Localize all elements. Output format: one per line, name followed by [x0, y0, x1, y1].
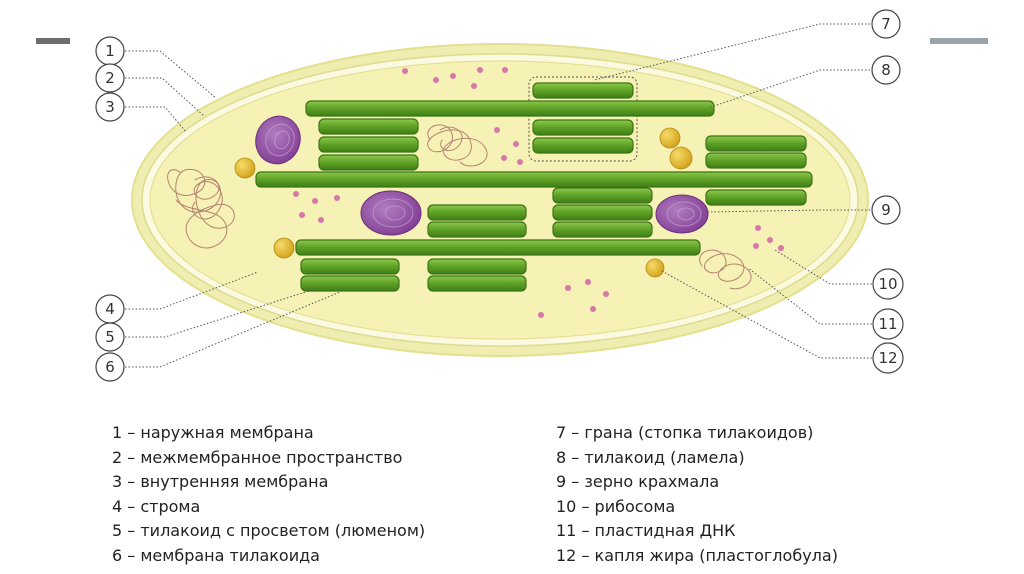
callout-8: 8: [872, 56, 900, 84]
ribosome: [501, 155, 507, 161]
lipid-droplet: [274, 238, 294, 258]
legend-item: 12 – капля жира (пластоглобула): [556, 544, 838, 569]
thylakoid-disc: [319, 155, 418, 170]
callout-12: 12: [873, 343, 903, 373]
callout-number: 1: [105, 42, 115, 60]
ribosome: [450, 73, 456, 79]
ribosome: [293, 191, 299, 197]
callout-number: 9: [881, 201, 891, 219]
ribosome: [590, 306, 596, 312]
callout-4: 4: [96, 295, 124, 323]
thylakoid-lamella: [256, 172, 812, 187]
callout-9: 9: [872, 196, 900, 224]
callout-6: 6: [96, 353, 124, 381]
ribosome: [565, 285, 571, 291]
ribosome: [402, 68, 408, 74]
ribosome: [538, 312, 544, 318]
legend-item: 11 – пластидная ДНК: [556, 519, 838, 544]
thylakoid-disc: [706, 136, 806, 151]
thylakoid-disc: [319, 119, 418, 134]
callout-number: 8: [881, 61, 891, 79]
callout-7: 7: [872, 10, 900, 38]
legend-item: 9 – зерно крахмала: [556, 470, 838, 495]
lipid-droplet: [670, 147, 692, 169]
thylakoid-disc: [301, 276, 399, 291]
callout-number: 6: [105, 358, 115, 376]
callout-1: 1: [96, 37, 124, 65]
leader-2: [125, 78, 204, 116]
ribosome: [299, 212, 305, 218]
leader-1: [125, 51, 216, 98]
legend-item: 5 – тилакоид с просветом (люменом): [112, 519, 425, 544]
starch-grain: [656, 195, 708, 233]
ribosome: [433, 77, 439, 83]
callout-number: 2: [105, 69, 115, 87]
ribosome: [494, 127, 500, 133]
ribosome: [312, 198, 318, 204]
legend-item: 10 – рибосома: [556, 495, 838, 520]
ribosome: [778, 245, 784, 251]
legend-item: 4 – строма: [112, 495, 425, 520]
ribosome: [753, 243, 759, 249]
thylakoid-disc: [319, 137, 418, 152]
thylakoid-disc: [553, 205, 652, 220]
callout-5: 5: [96, 323, 124, 351]
callout-number: 3: [105, 98, 115, 116]
legend-item: 8 – тилакоид (ламела): [556, 446, 838, 471]
thylakoid-disc: [428, 222, 526, 237]
legend-item: 7 – грана (стопка тилакоидов): [556, 421, 838, 446]
lipid-droplet: [660, 128, 680, 148]
lipid-droplet: [646, 259, 664, 277]
thylakoid-disc: [533, 83, 633, 98]
thylakoid-disc: [533, 120, 633, 135]
callout-11: 11: [873, 309, 903, 339]
callout-number: 7: [881, 15, 891, 33]
callout-10: 10: [873, 269, 903, 299]
ribosome: [585, 279, 591, 285]
thylakoid-disc: [706, 190, 806, 205]
ribosome: [502, 67, 508, 73]
thylakoid-lamella: [306, 101, 714, 116]
ribosome: [513, 141, 519, 147]
legend-item: 6 – мембрана тилакоида: [112, 544, 425, 569]
ribosome: [477, 67, 483, 73]
chloroplast-diagram: 1 2 3 4 5 6 7 8: [0, 0, 1024, 400]
callout-number: 5: [105, 328, 115, 346]
ribosome: [767, 237, 773, 243]
thylakoid-disc: [706, 153, 806, 168]
ribosome: [334, 195, 340, 201]
thylakoid-disc: [553, 222, 652, 237]
ribosome: [517, 159, 523, 165]
legend-item: 3 – внутренняя мембрана: [112, 470, 425, 495]
starch-grain: [361, 191, 421, 235]
ribosome: [318, 217, 324, 223]
ribosome: [755, 225, 761, 231]
callout-3: 3: [96, 93, 124, 121]
thylakoid-disc: [428, 259, 526, 274]
ribosome: [603, 291, 609, 297]
thylakoid-disc: [428, 276, 526, 291]
thylakoid-disc: [533, 138, 633, 153]
legend-item: 1 – наружная мембрана: [112, 421, 425, 446]
lipid-droplet: [235, 158, 255, 178]
callout-number: 4: [105, 300, 115, 318]
callout-2: 2: [96, 64, 124, 92]
thylakoid-disc: [428, 205, 526, 220]
thylakoid-disc: [301, 259, 399, 274]
callout-number: 10: [878, 275, 897, 293]
thylakoid-lamella: [296, 240, 700, 255]
ribosome: [471, 83, 477, 89]
legend-item: 2 – межмембранное пространство: [112, 446, 425, 471]
thylakoid-disc: [553, 188, 652, 203]
callout-number: 11: [878, 315, 897, 333]
legend-left-column: 1 – наружная мембрана 2 – межмембранное …: [112, 421, 425, 569]
callout-number: 12: [878, 349, 897, 367]
legend-right-column: 7 – грана (стопка тилакоидов) 8 – тилако…: [556, 421, 838, 569]
